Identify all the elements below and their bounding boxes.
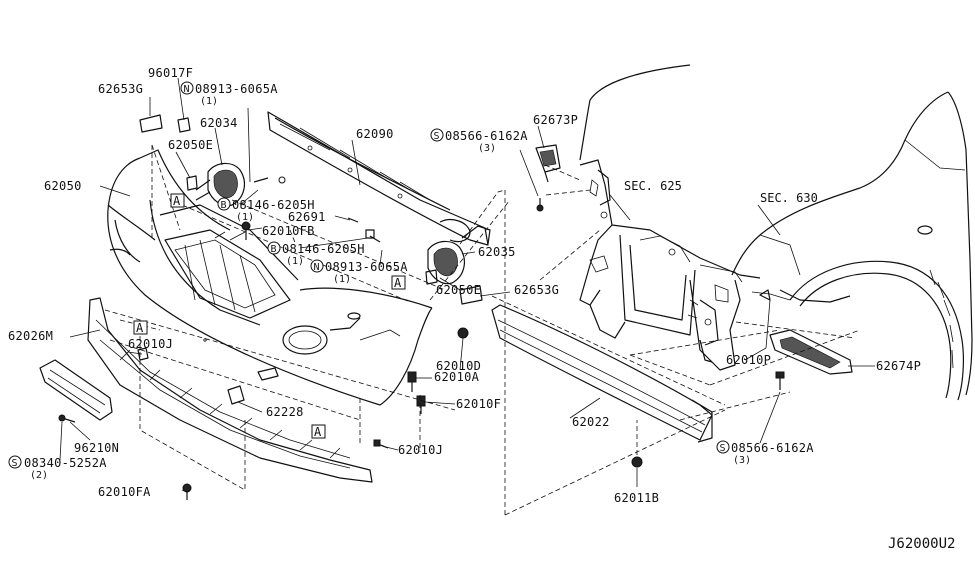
label-62674P: 62674P [876, 359, 921, 373]
label-62022: 62022 [572, 415, 610, 429]
label-96210N: 96210N [74, 441, 119, 455]
label-62050: 62050 [44, 179, 82, 193]
clip-62228 [227, 385, 245, 405]
clip-62050E-mid [425, 269, 438, 285]
qty-08566-bottom: (3) [733, 455, 751, 466]
marker-a-4: A [311, 424, 326, 439]
diagram-code: J62000U2 [888, 536, 955, 552]
qty-08913-top: (1) [200, 96, 218, 107]
label-62673P: 62673P [533, 113, 578, 127]
s-marker-circle-bottom [716, 440, 730, 454]
assembly-lines [104, 144, 861, 516]
label-62010FB: 62010FB [262, 224, 315, 238]
label-08340: 08340-5252A [24, 456, 107, 470]
label-62010J-left: 62010J [128, 337, 173, 351]
label-08913-mid: 08913-6065A [325, 260, 408, 274]
n-marker-circle [180, 81, 194, 95]
qty-08566-top: (3) [478, 143, 496, 154]
qty-08146-b: (1) [286, 256, 304, 267]
label-62010P: 62010P [726, 353, 771, 367]
fog-lamp-bracket-62035 [427, 225, 491, 285]
label-62090: 62090 [356, 127, 394, 141]
qty-08913-mid: (1) [333, 274, 351, 285]
label-08566-top: 08566-6162A [445, 129, 528, 143]
label-62050E-top: 62050E [168, 138, 213, 152]
label-62010F: 62010F [456, 397, 501, 411]
upper-grille-62090 [267, 111, 489, 246]
marker-a-2: A [391, 275, 406, 290]
marker-a-3: A [133, 320, 148, 335]
cap-62653G-mid [459, 285, 483, 305]
bumper-reinforcement-62022 [491, 304, 713, 443]
fog-lamp-bracket-62034 [195, 162, 246, 207]
b-marker-circle-2 [267, 241, 281, 255]
qty-08146-a: (1) [236, 212, 254, 223]
label-62653G-mid: 62653G [514, 283, 559, 297]
n-marker-letter-2: N [314, 262, 320, 273]
label-62653G-top: 62653G [98, 82, 143, 96]
marker-a-text: A [173, 194, 181, 208]
marker-a-text: A [394, 276, 402, 290]
marker-a-text: A [136, 321, 144, 335]
label-62010FA: 62010FA [98, 485, 151, 499]
bolts [58, 176, 785, 500]
label-08566-bottom: 08566-6162A [731, 441, 814, 455]
b-marker-letter: B [221, 200, 227, 211]
b-marker-letter-2: B [271, 244, 277, 255]
label-sec-630: SEC. 630 [760, 191, 818, 205]
label-62010D: 62010D [436, 359, 481, 373]
label-62035: 62035 [478, 245, 516, 259]
label-08146-b: 08146-6205H [282, 242, 365, 256]
label-62010A: 62010A [434, 370, 480, 384]
clip-96017F [177, 117, 191, 133]
label-62011B: 62011B [614, 491, 659, 505]
label-96017F: 96017F [148, 66, 193, 80]
label-62026M: 62026M [8, 329, 53, 343]
fender-outline [731, 91, 973, 401]
clip-62050E-top [186, 175, 198, 191]
radiator-core-support [579, 64, 761, 371]
front-bumper-fascia [107, 149, 433, 406]
s-marker-circle-left [8, 455, 22, 469]
qty-08340: (2) [30, 470, 48, 481]
cap-62653G-top [139, 114, 163, 133]
bracket-62674P [769, 329, 853, 375]
s-marker-letter-left: S [12, 458, 18, 469]
label-62050E-mid: 62050E [436, 283, 481, 297]
b-marker-circle [217, 197, 231, 211]
label-62010J-right: 62010J [398, 443, 443, 457]
n-marker-circle-2 [310, 259, 324, 273]
label-62034: 62034 [200, 116, 238, 130]
label-62228: 62228 [266, 405, 304, 419]
s-marker-letter-bottom: S [720, 443, 726, 454]
s-marker-letter-top: S [434, 131, 440, 142]
leader-lines [59, 77, 875, 493]
license-plate-bracket-96210N [39, 359, 113, 421]
label-sec-625: SEC. 625 [624, 179, 682, 193]
label-62691: 62691 [288, 210, 326, 224]
s-marker-circle-top [430, 128, 444, 142]
lower-grille-62026M [87, 297, 373, 483]
marker-a-text: A [314, 425, 322, 439]
n-marker-letter: N [184, 84, 190, 95]
label-08913-top: 08913-6065A [195, 82, 278, 96]
bracket-62673P [535, 144, 561, 183]
marker-a-1: A [170, 193, 185, 208]
label-08146-a: 08146-6205H [232, 198, 315, 212]
